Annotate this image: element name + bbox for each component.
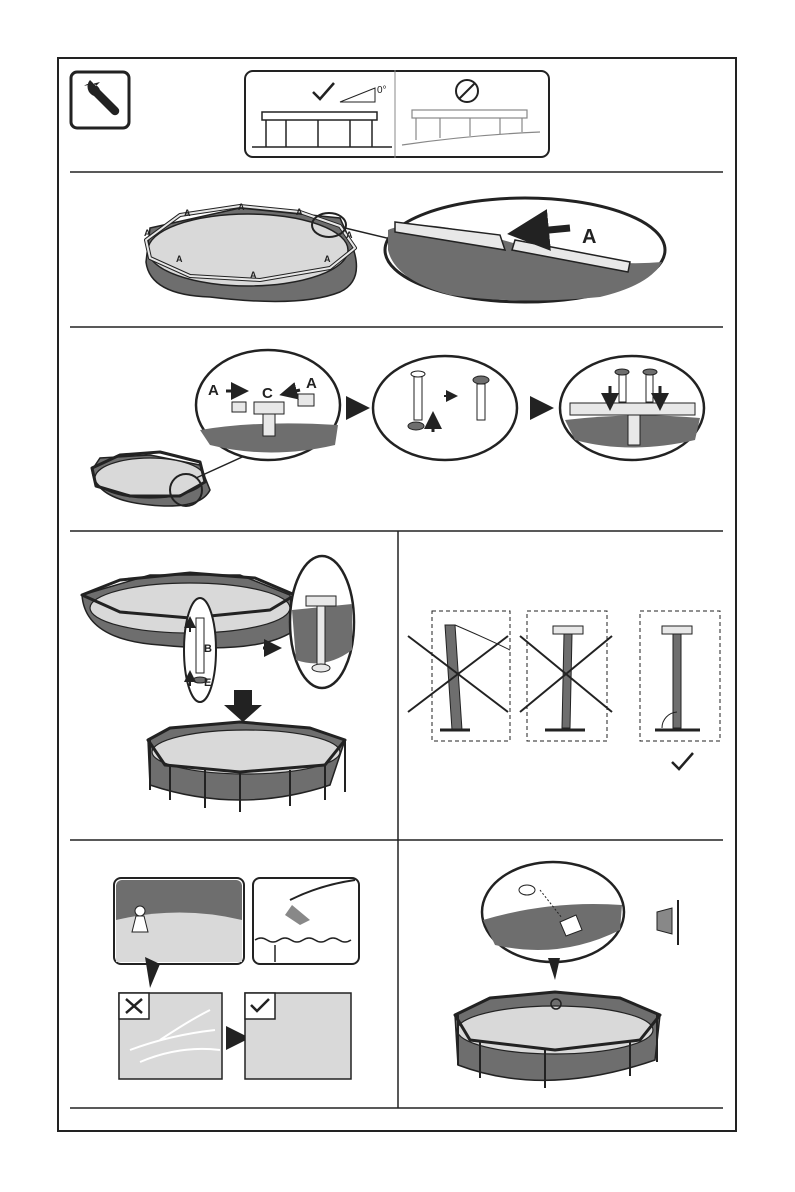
part-a-label: A [250, 270, 257, 280]
part-c-label: C [262, 385, 273, 402]
level-ground-panel: 0° [245, 70, 549, 158]
assembled-pool [148, 722, 345, 812]
pin-assembly-detail [373, 356, 517, 460]
leg-correct-example [640, 611, 720, 769]
part-a-label: A [176, 254, 183, 264]
part-a-label: A [346, 230, 353, 240]
checkmark-icon [672, 753, 693, 769]
part-a-label: A [184, 208, 191, 218]
drain-plug-side-view [657, 900, 678, 945]
pool-liner-with-rails: A A A A A A A A [144, 202, 395, 301]
part-a-label: A [208, 382, 219, 399]
drain-plug-detail [482, 862, 624, 980]
tjoint-detail: A C A [196, 350, 340, 460]
part-e-label: E [204, 677, 211, 689]
part-b-label: B [204, 643, 212, 655]
arrow-down-icon [224, 690, 262, 722]
pin-inserted-detail [560, 356, 704, 460]
smooth-liner-correct [245, 993, 351, 1079]
leg-detail [290, 556, 354, 688]
part-a-label: A [296, 207, 303, 217]
assembled-pool-with-plug [455, 992, 660, 1088]
rail-insert-detail: A [385, 198, 665, 302]
wrinkled-liner-wrong [119, 993, 222, 1079]
angle-label: 0° [377, 85, 387, 96]
wrench-icon [71, 72, 129, 128]
leg-wrong-example [520, 611, 612, 741]
part-a-label: A [582, 226, 596, 248]
pool-with-tjoint [92, 448, 262, 506]
water-level-scene [253, 878, 359, 964]
part-a-label: A [238, 202, 245, 212]
leg-wrong-example [408, 611, 510, 741]
part-a-label: A [144, 228, 151, 238]
pool-before-legs: B E [82, 573, 295, 702]
part-a-label: A [306, 375, 317, 392]
smoothing-liner-scene [114, 878, 244, 988]
part-a-label: A [324, 254, 331, 264]
